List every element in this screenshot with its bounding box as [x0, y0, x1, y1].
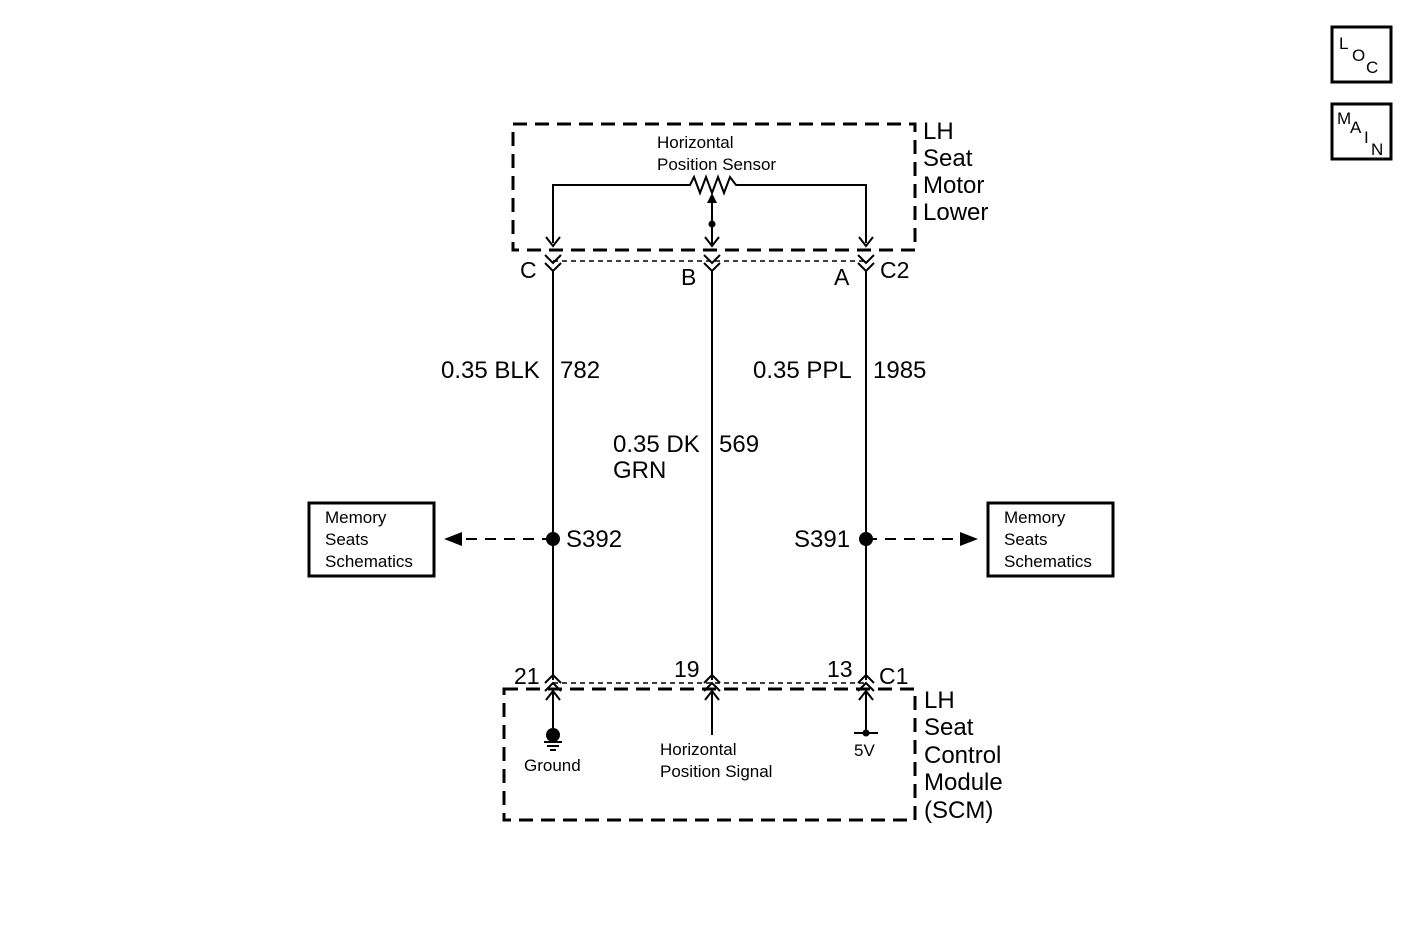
svg-text:(SCM): (SCM) [924, 797, 993, 824]
sensor-label: Horizontal Position Sensor [657, 133, 776, 174]
svg-text:LH: LH [923, 118, 954, 145]
loc-letter-o: O [1352, 46, 1365, 65]
svg-text:Schematics: Schematics [325, 552, 413, 571]
loc-button[interactable]: L O C [1330, 25, 1393, 84]
wiper-dot [708, 220, 716, 228]
motor-title: LH Seat Motor Lower [923, 118, 988, 226]
motor-component-box [511, 122, 917, 252]
svg-text:Position Sensor: Position Sensor [657, 155, 776, 174]
main-letter-a: A [1350, 118, 1362, 137]
potentiometer-symbol [552, 174, 867, 246]
svg-text:Motor: Motor [923, 172, 984, 199]
voltage-source-icon [854, 729, 878, 737]
module-component-box [502, 687, 917, 822]
wire-center-circuit: 569 [719, 431, 759, 458]
svg-text:Horizontal: Horizontal [657, 133, 734, 152]
memory-seats-link-left[interactable]: Memory Seats Schematics [307, 501, 436, 578]
arrow-left-icon [444, 532, 462, 546]
c1-connector-label: C1 [879, 663, 908, 689]
svg-text:Memory: Memory [325, 508, 387, 527]
svg-text:Seats: Seats [325, 530, 368, 549]
c2-connector-label: C2 [880, 257, 909, 283]
svg-text:Module: Module [924, 769, 1003, 796]
ground-icon [544, 728, 562, 751]
svg-text:Horizontal: Horizontal [660, 740, 737, 759]
loc-letter-c: C [1366, 58, 1378, 77]
module-title: LH Seat Control Module (SCM) [924, 687, 1003, 824]
voltage-label: 5V [854, 741, 875, 760]
pin-21-label: 21 [514, 663, 540, 689]
svg-text:Seat: Seat [924, 714, 974, 741]
splice-s392-label: S392 [566, 526, 622, 553]
arrow-right-icon [960, 532, 978, 546]
loc-letter-l: L [1339, 34, 1348, 53]
svg-text:Memory: Memory [1004, 508, 1066, 527]
wiper-arrow-icon [707, 193, 717, 203]
wire-center-color-line2: GRN [613, 457, 666, 484]
splice-s391-label: S391 [794, 526, 850, 553]
pin-b-label: B [681, 264, 696, 290]
pin-c-label: C [520, 257, 537, 283]
main-letter-i: I [1364, 128, 1369, 147]
wire-left-color: 0.35 BLK [441, 357, 540, 384]
wire-right-circuit: 1985 [873, 357, 926, 384]
memory-seats-link-right[interactable]: Memory Seats Schematics [986, 501, 1115, 578]
pin-19-label: 19 [674, 656, 700, 682]
pin-a-label: A [834, 264, 850, 290]
pin-13-label: 13 [827, 656, 853, 682]
svg-text:Schematics: Schematics [1004, 552, 1092, 571]
wire-left-circuit: 782 [560, 357, 600, 384]
signal-label: Horizontal Position Signal [660, 740, 772, 781]
svg-text:Lower: Lower [923, 199, 988, 226]
svg-text:Seats: Seats [1004, 530, 1047, 549]
ground-label: Ground [524, 756, 581, 775]
motor-pin-arrows [545, 236, 874, 248]
wire-right-color: 0.35 PPL [753, 357, 852, 384]
svg-text:Position Signal: Position Signal [660, 762, 772, 781]
main-letter-n: N [1371, 140, 1383, 159]
svg-text:Control: Control [924, 742, 1001, 769]
c2-terminal-marks [544, 254, 875, 273]
main-letter-m: M [1337, 109, 1351, 128]
main-button[interactable]: M A I N [1330, 102, 1393, 161]
wire-center-color-line1: 0.35 DK [613, 431, 700, 458]
svg-text:LH: LH [924, 687, 955, 714]
svg-text:Seat: Seat [923, 145, 973, 172]
module-internal-leads [545, 689, 874, 735]
